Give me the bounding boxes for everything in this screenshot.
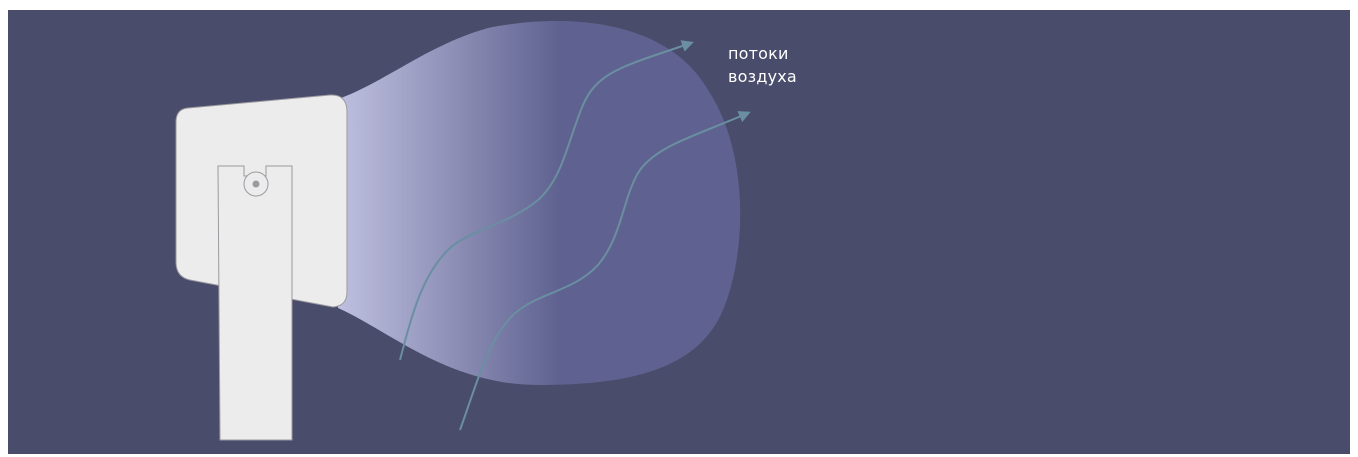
airflow-label-line-1: потоки	[728, 44, 789, 63]
fan-knob-center	[252, 180, 260, 188]
fan-stand	[217, 165, 293, 441]
flow-arrow-lower	[459, 111, 751, 431]
airflow-diagram: потоки воздуха	[8, 10, 1350, 454]
airflow-label-line-2: воздуха	[728, 67, 797, 86]
airflow-cone	[338, 21, 741, 386]
airflow-label: потоки воздуха	[728, 42, 797, 88]
diagram-canvas	[8, 10, 1350, 454]
flow-arrow-upper	[399, 40, 694, 361]
